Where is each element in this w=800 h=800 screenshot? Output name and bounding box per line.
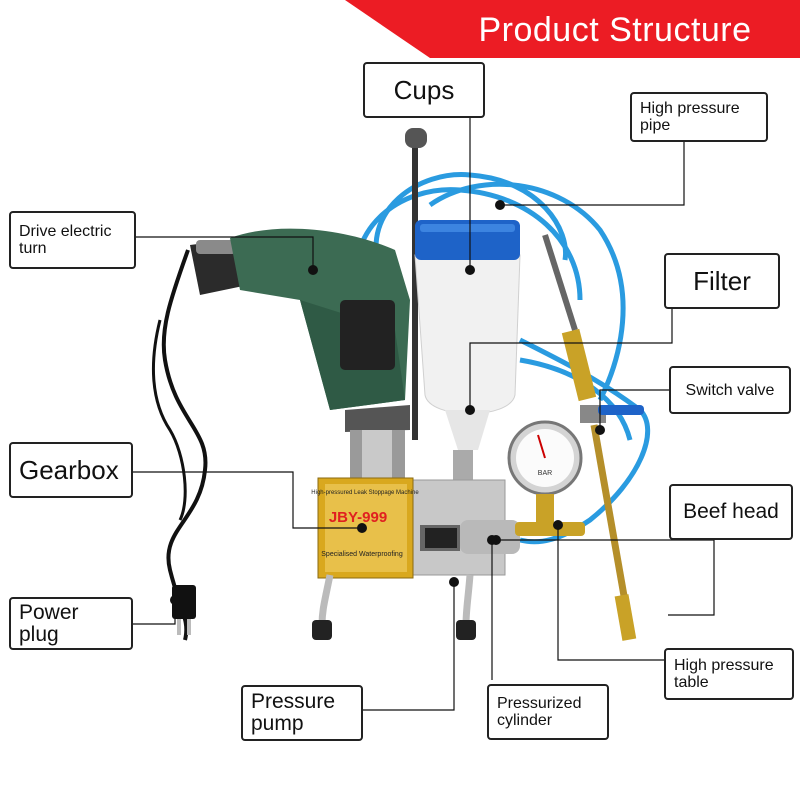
label-drive-electric-turn: Drive electric turn xyxy=(9,211,136,269)
gauge-dial-label: BAR xyxy=(538,470,552,477)
leader-lines xyxy=(133,110,715,711)
label-gearbox: Gearbox xyxy=(9,442,133,498)
machine-legs xyxy=(318,574,474,626)
drive-electric-drill xyxy=(190,228,410,480)
power-cord xyxy=(161,249,208,641)
lift-handle xyxy=(405,128,427,440)
power-plug-icon xyxy=(172,585,196,635)
label-pressure-pump: Pressure pump xyxy=(241,685,363,741)
label-cups: Cups xyxy=(363,62,485,118)
label-high-pressure-table: High pressure table xyxy=(664,648,794,700)
plate-heading: High-pressured Leak Stoppage Machine xyxy=(311,490,419,496)
leg-foot-right xyxy=(456,620,476,640)
injection-wand xyxy=(542,234,644,641)
pressure-gauge-icon xyxy=(507,420,585,536)
plate-model: JBY-999 xyxy=(329,509,387,526)
power-cord-loop xyxy=(152,319,187,521)
label-filter: Filter xyxy=(664,253,780,309)
leader-dots xyxy=(170,200,605,605)
material-cup xyxy=(414,220,521,485)
title-banner xyxy=(345,0,800,58)
page-title: Product Structure xyxy=(478,11,752,49)
label-beef-head: Beef head xyxy=(669,484,793,540)
label-switch-valve: Switch valve xyxy=(669,366,791,414)
leg-foot-left xyxy=(312,620,332,640)
label-power-plug: Power plug xyxy=(9,597,133,650)
label-high-pressure-pipe: High pressure pipe xyxy=(630,92,768,142)
plate-footer: Specialised Waterproofing xyxy=(321,551,403,558)
label-pressurized-cylinder: Pressurized cylinder xyxy=(487,684,609,740)
pump-body xyxy=(317,477,520,579)
